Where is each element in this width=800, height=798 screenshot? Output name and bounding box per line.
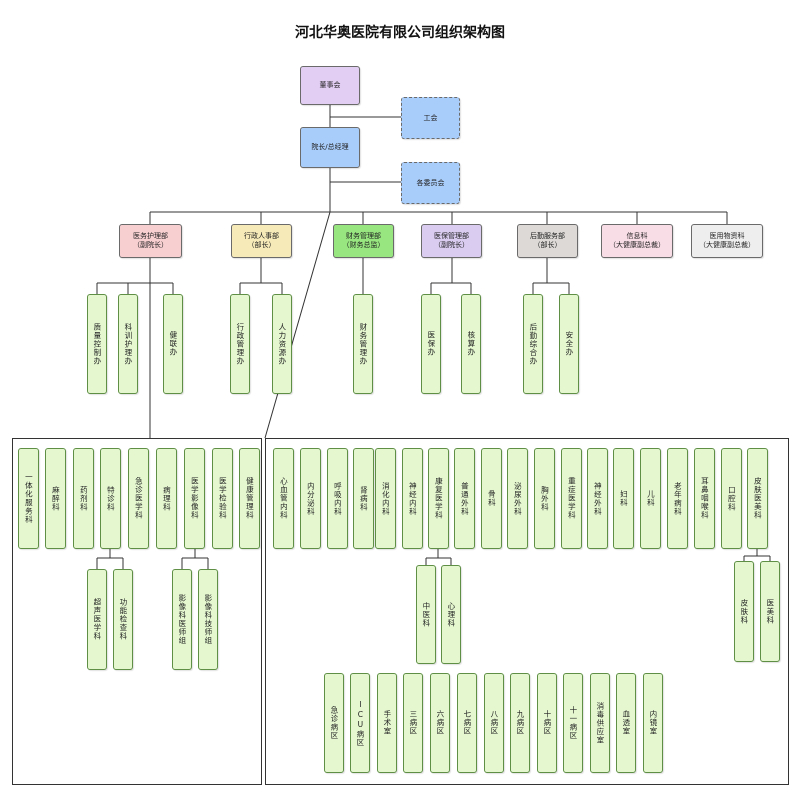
medtech-node-4[interactable]: 特诊科 bbox=[100, 448, 121, 549]
office-node-10[interactable]: 安全办 bbox=[559, 294, 579, 394]
medtech-sub-node-2[interactable]: 功能检查科 bbox=[113, 569, 133, 670]
office-node-8[interactable]: 核算办 bbox=[461, 294, 481, 394]
clinical-node-18[interactable]: 口腔科 bbox=[721, 448, 742, 549]
ward-node-2[interactable]: ICU病区 bbox=[350, 673, 370, 773]
ward-node-10[interactable]: 十一病区 bbox=[563, 673, 583, 773]
clinical-node-19[interactable]: 皮肤医美科 bbox=[747, 448, 768, 549]
medtech-node-1[interactable]: 一体化服务科 bbox=[18, 448, 39, 549]
department-node-5[interactable]: 后勤服务部 （部长） bbox=[517, 224, 578, 258]
clinical-node-8[interactable]: 普通外科 bbox=[454, 448, 475, 549]
medtech-node-6[interactable]: 病理科 bbox=[156, 448, 177, 549]
clinical-frame bbox=[265, 438, 789, 785]
committee-node[interactable]: 各委员会 bbox=[401, 162, 460, 204]
medtech-sub-node-4[interactable]: 影像科技师组 bbox=[198, 569, 218, 670]
office-node-1[interactable]: 质量控制办 bbox=[87, 294, 107, 394]
department-node-7[interactable]: 医用物资科 （大健康副总裁） bbox=[691, 224, 763, 258]
ward-node-12[interactable]: 血透室 bbox=[616, 673, 636, 773]
office-node-6[interactable]: 财务管理办 bbox=[353, 294, 373, 394]
derm-sub-node-1[interactable]: 皮肤科 bbox=[734, 561, 754, 662]
department-node-6[interactable]: 信息科 （大健康副总裁） bbox=[601, 224, 673, 258]
office-node-4[interactable]: 行政管理办 bbox=[230, 294, 250, 394]
medtech-node-8[interactable]: 医学检验科 bbox=[212, 448, 233, 549]
ward-node-9[interactable]: 十病区 bbox=[537, 673, 557, 773]
medtech-frame bbox=[12, 438, 262, 785]
ward-node-11[interactable]: 消毒供应室 bbox=[590, 673, 610, 773]
board-node[interactable]: 董事会 bbox=[300, 66, 360, 105]
ward-node-13[interactable]: 内镜室 bbox=[643, 673, 663, 773]
clinical-node-10[interactable]: 泌尿外科 bbox=[507, 448, 528, 549]
clinical-node-3[interactable]: 呼吸内科 bbox=[327, 448, 348, 549]
office-node-7[interactable]: 医保办 bbox=[421, 294, 441, 394]
medtech-node-5[interactable]: 急诊医学科 bbox=[128, 448, 149, 549]
clinical-node-1[interactable]: 心血管内科 bbox=[273, 448, 294, 549]
rehab-sub-node-1[interactable]: 中医科 bbox=[416, 565, 436, 664]
medtech-sub-node-1[interactable]: 超声医学科 bbox=[87, 569, 107, 670]
derm-sub-node-2[interactable]: 医美科 bbox=[760, 561, 780, 662]
clinical-node-16[interactable]: 老年病科 bbox=[667, 448, 688, 549]
medtech-node-3[interactable]: 药剂科 bbox=[73, 448, 94, 549]
office-node-3[interactable]: 健联办 bbox=[163, 294, 183, 394]
medtech-node-2[interactable]: 麻醉科 bbox=[45, 448, 66, 549]
clinical-node-4[interactable]: 肾病科 bbox=[353, 448, 374, 549]
office-node-9[interactable]: 后勤综合办 bbox=[523, 294, 543, 394]
medtech-sub-node-3[interactable]: 影像科医师组 bbox=[172, 569, 192, 670]
ward-node-3[interactable]: 手术室 bbox=[377, 673, 397, 773]
clinical-node-2[interactable]: 内分泌科 bbox=[300, 448, 321, 549]
office-node-5[interactable]: 人力资源办 bbox=[272, 294, 292, 394]
office-node-2[interactable]: 科训护理办 bbox=[118, 294, 138, 394]
clinical-node-17[interactable]: 耳鼻咽喉科 bbox=[694, 448, 715, 549]
ward-node-4[interactable]: 三病区 bbox=[403, 673, 423, 773]
ward-node-8[interactable]: 九病区 bbox=[510, 673, 530, 773]
union-node[interactable]: 工会 bbox=[401, 97, 460, 139]
clinical-node-9[interactable]: 骨科 bbox=[481, 448, 502, 549]
ward-node-6[interactable]: 七病区 bbox=[457, 673, 477, 773]
medtech-node-9[interactable]: 健康管理科 bbox=[239, 448, 260, 549]
page-title: 河北华奥医院有限公司组织架构图 bbox=[295, 25, 505, 41]
medtech-node-7[interactable]: 医学影像科 bbox=[184, 448, 205, 549]
department-node-3[interactable]: 财务管理部 （财务总监） bbox=[333, 224, 394, 258]
clinical-node-11[interactable]: 胸外科 bbox=[534, 448, 555, 549]
clinical-node-7[interactable]: 康复医学科 bbox=[428, 448, 449, 549]
ward-node-5[interactable]: 六病区 bbox=[430, 673, 450, 773]
rehab-sub-node-2[interactable]: 心理科 bbox=[441, 565, 461, 664]
clinical-node-12[interactable]: 重症医学科 bbox=[561, 448, 582, 549]
department-node-2[interactable]: 行政人事部 （部长） bbox=[231, 224, 292, 258]
clinical-node-15[interactable]: 儿科 bbox=[640, 448, 661, 549]
clinical-node-13[interactable]: 神经外科 bbox=[587, 448, 608, 549]
clinical-node-6[interactable]: 神经内科 bbox=[402, 448, 423, 549]
clinical-node-14[interactable]: 妇科 bbox=[613, 448, 634, 549]
clinical-node-5[interactable]: 消化内科 bbox=[375, 448, 396, 549]
department-node-4[interactable]: 医保管理部 （副院长） bbox=[421, 224, 482, 258]
department-node-1[interactable]: 医务护理部 （副院长） bbox=[119, 224, 182, 258]
ward-node-7[interactable]: 八病区 bbox=[484, 673, 504, 773]
president-node[interactable]: 院长/总经理 bbox=[300, 127, 360, 168]
ward-node-1[interactable]: 急诊病区 bbox=[324, 673, 344, 773]
